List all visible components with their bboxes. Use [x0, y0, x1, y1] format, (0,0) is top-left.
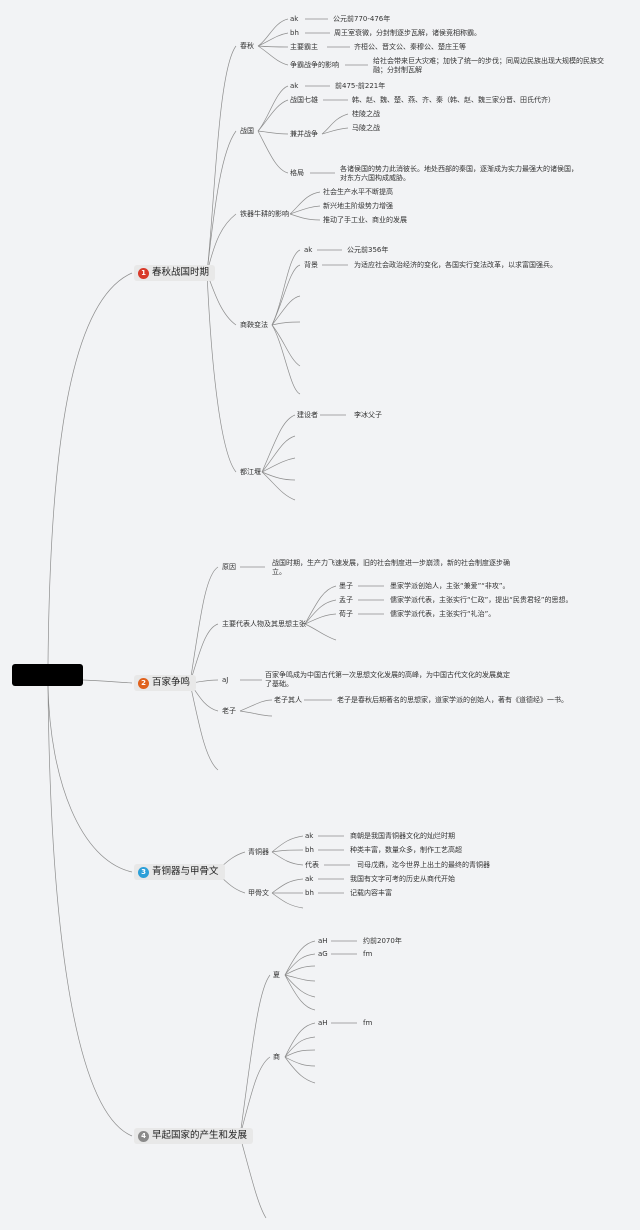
- topic-number-badge: 1: [138, 267, 149, 279]
- root-node[interactable]: [12, 664, 83, 686]
- topic-label: 早起国家的产生和发展: [152, 1130, 248, 1141]
- node-item[interactable]: 马陵之战: [352, 124, 380, 132]
- node-label[interactable]: 孟子: [339, 596, 353, 604]
- node-value[interactable]: 齐桓公、晋文公、秦穆公、楚庄王等: [354, 43, 466, 51]
- node-value[interactable]: 周王室衰微，分封制逐步瓦解，诸侯竞相称霸。: [334, 29, 481, 37]
- node-value[interactable]: 战国时期，生产力飞速发展，旧的社会制度进一步崩溃，新的社会制度逐步确立。: [272, 559, 510, 576]
- node-label[interactable]: 建设者: [297, 411, 318, 419]
- node-yuanyin[interactable]: 原因: [222, 563, 236, 571]
- topic-label: 春秋战国时期: [152, 267, 210, 278]
- node-label[interactable]: 背景: [304, 261, 318, 269]
- topic-number-badge: 4: [138, 1130, 149, 1142]
- topic-label: 青铜器与甲骨文: [152, 866, 219, 877]
- node-label[interactable]: 荀子: [339, 610, 353, 618]
- node-laozi[interactable]: 老子: [222, 707, 236, 715]
- node-jiagu[interactable]: 甲骨文: [248, 889, 269, 897]
- node-label[interactable]: aH: [318, 1019, 328, 1027]
- node-item[interactable]: 社会生产水平不断提高: [323, 188, 393, 196]
- node-qingtong[interactable]: 青铜器: [248, 848, 269, 856]
- node-label[interactable]: 代表: [305, 861, 319, 869]
- node-value[interactable]: 公元前356年: [347, 246, 389, 254]
- node-value[interactable]: 韩、赵、魏、楚、燕、齐、秦（韩、赵、魏三家分晋、田氏代齐）: [352, 96, 555, 104]
- node-item[interactable]: 桂陵之战: [352, 110, 380, 118]
- node-label[interactable]: ak: [304, 246, 313, 254]
- topic-qingtong-jiagu[interactable]: 3 青铜器与甲骨文: [134, 864, 225, 880]
- node-item[interactable]: 推动了手工业、商业的发展: [323, 216, 407, 224]
- node-label[interactable]: aH: [318, 937, 328, 945]
- node-label[interactable]: 墨子: [339, 582, 353, 590]
- node-label[interactable]: ak: [290, 82, 299, 90]
- node-value[interactable]: 前475-前221年: [335, 82, 386, 90]
- node-value[interactable]: 为适应社会政治经济的变化，各国实行变法改革，以求富国强兵。: [354, 261, 557, 269]
- node-value[interactable]: 儒家学派代表，主张实行“礼治”。: [390, 610, 496, 618]
- node-item[interactable]: 新兴地主阶级势力增强: [323, 202, 393, 210]
- node-label[interactable]: ak: [290, 15, 299, 23]
- node-value[interactable]: 司母戊鼎，迄今世界上出土的最终的青铜器: [357, 861, 490, 869]
- node-value[interactable]: 种类丰富，数量众多，制作工艺高超: [350, 846, 462, 854]
- node-value[interactable]: 记载内容丰富: [350, 889, 392, 897]
- node-value[interactable]: 李冰父子: [354, 411, 382, 419]
- node-value[interactable]: 各诸侯国的势力此消彼长。地处西部的秦国，逐渐成为实力最强大的诸侯国，对东方六国构…: [340, 165, 578, 182]
- node-value[interactable]: 儒家学派代表，主张实行“仁政”，提出“民贵君轻”的思想。: [390, 596, 573, 604]
- node-label[interactable]: 格局: [290, 169, 304, 177]
- node-value[interactable]: 墨家学派创始人，主张“兼爱”“非攻”。: [390, 582, 510, 590]
- node-label[interactable]: aG: [318, 950, 328, 958]
- topic-chunqiu-zhanguo[interactable]: 1 春秋战国时期: [134, 265, 216, 281]
- node-label[interactable]: bh: [305, 889, 314, 897]
- node-value[interactable]: fm: [363, 1019, 373, 1027]
- topic-label: 百家争鸣: [152, 677, 191, 688]
- node-label[interactable]: ak: [305, 875, 314, 883]
- node-label[interactable]: 争霸战争的影响: [290, 61, 339, 69]
- node-value[interactable]: 我国有文字可考的历史从商代开始: [350, 875, 455, 883]
- node-tieqi[interactable]: 铁器牛耕的影响: [240, 210, 289, 218]
- node-label[interactable]: ak: [305, 832, 314, 840]
- node-chunqiu[interactable]: 春秋: [240, 42, 254, 50]
- topic-early-states[interactable]: 4 早起国家的产生和发展: [134, 1128, 254, 1144]
- topic-number-badge: 2: [138, 677, 149, 689]
- node-xia[interactable]: 夏: [273, 971, 280, 979]
- node-value[interactable]: 老子是春秋后期著名的思想家，道家学派的创始人，著有《道德经》一书。: [337, 696, 568, 704]
- node-aj[interactable]: aJ: [222, 676, 229, 684]
- node-zhanguo[interactable]: 战国: [240, 127, 254, 135]
- node-shang[interactable]: 商: [273, 1053, 280, 1061]
- node-label[interactable]: 主要霸主: [290, 43, 318, 51]
- node-value[interactable]: fm: [363, 950, 373, 958]
- node-label[interactable]: 战国七雄: [290, 96, 318, 104]
- node-daibiao[interactable]: 主要代表人物及其思想主张: [222, 620, 306, 628]
- node-dujiangyan[interactable]: 都江堰: [240, 468, 261, 476]
- node-label[interactable]: 兼并战争: [290, 130, 318, 138]
- node-value[interactable]: 约前2070年: [363, 937, 402, 945]
- topic-baijia[interactable]: 2 百家争鸣: [134, 675, 197, 691]
- node-value[interactable]: 百家争鸣成为中国古代第一次思想文化发展的高峰，为中国古代文化的发展奠定了基础。: [265, 671, 510, 688]
- node-label[interactable]: 老子其人: [274, 696, 302, 704]
- node-shangyang[interactable]: 商鞅变法: [240, 321, 268, 329]
- topic-number-badge: 3: [138, 866, 149, 878]
- node-value[interactable]: 给社会带来巨大灾难；加快了统一的步伐；同周边民族出现大规模的民族交融；分封制瓦解: [373, 57, 604, 74]
- node-value[interactable]: 公元前770-476年: [333, 15, 391, 23]
- node-value[interactable]: 商朝是我国青铜器文化的灿烂时期: [350, 832, 455, 840]
- node-label[interactable]: bh: [290, 29, 299, 37]
- node-label[interactable]: bh: [305, 846, 314, 854]
